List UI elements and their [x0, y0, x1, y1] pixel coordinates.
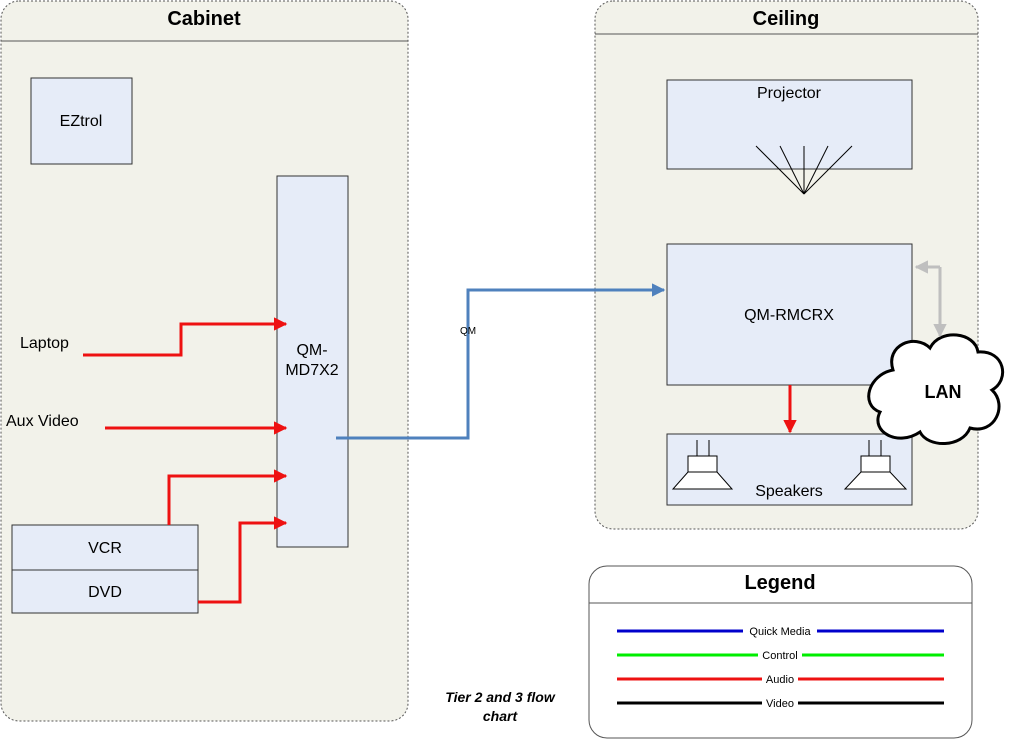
projector-label: Projector	[757, 85, 822, 102]
legend-items: Quick Media Control Audio Video	[617, 624, 944, 710]
lan-cloud-icon: LAN	[867, 333, 1004, 445]
cabinet-title: Cabinet	[167, 8, 241, 30]
legend-label-video: Video	[766, 698, 794, 710]
input-arrows	[83, 317, 288, 604]
dvd-device: DVD	[11, 569, 199, 614]
projector-device: Projector	[666, 79, 913, 195]
ceiling-title: Ceiling	[753, 8, 820, 30]
lan-label: LAN	[925, 382, 962, 402]
switcher-device: QM- MD7X2	[276, 175, 349, 548]
eztrol-device: EZtrol	[30, 77, 133, 165]
legend-label-control: Control	[762, 650, 797, 662]
qm-link: QM	[336, 283, 666, 440]
caption-line-1: Tier 2 and 3 flow	[445, 689, 555, 705]
speaker-right-icon	[843, 440, 908, 490]
eztrol-label: EZtrol	[60, 113, 103, 130]
dvd-arrow	[198, 516, 288, 604]
vcr-label: VCR	[88, 540, 122, 557]
switcher-label-line1: QM-	[296, 342, 327, 359]
receiver-label: QM-RMCRX	[744, 307, 834, 324]
speaker-left-icon	[671, 440, 734, 490]
caption-line-2: chart	[482, 708, 518, 724]
dvd-label: DVD	[88, 584, 122, 601]
legend-title: Legend	[744, 572, 815, 594]
legend-label-quick-media: Quick Media	[749, 626, 811, 638]
aux-video-label: Aux Video	[6, 413, 79, 430]
lan-link	[914, 260, 947, 338]
qm-link-label: QM	[460, 326, 476, 337]
legend-item-video: Video	[617, 696, 944, 710]
vcr-device: VCR	[11, 524, 199, 571]
switcher-label-line2: MD7X2	[285, 362, 338, 379]
laptop-arrow	[83, 317, 288, 357]
laptop-label: Laptop	[20, 335, 69, 352]
receiver-device: QM-RMCRX	[666, 243, 913, 386]
diagram-caption: Tier 2 and 3 flow chart	[420, 688, 580, 726]
projector-beam-icon	[755, 145, 853, 195]
legend-item-control: Control	[617, 648, 944, 662]
legend-item-audio: Audio	[617, 672, 944, 686]
speakers-device: Speakers	[666, 433, 913, 506]
legend-label-audio: Audio	[766, 674, 794, 686]
legend-item-quick-media: Quick Media	[617, 624, 944, 638]
speakers-label: Speakers	[755, 483, 823, 500]
vcr-arrow	[167, 469, 288, 525]
